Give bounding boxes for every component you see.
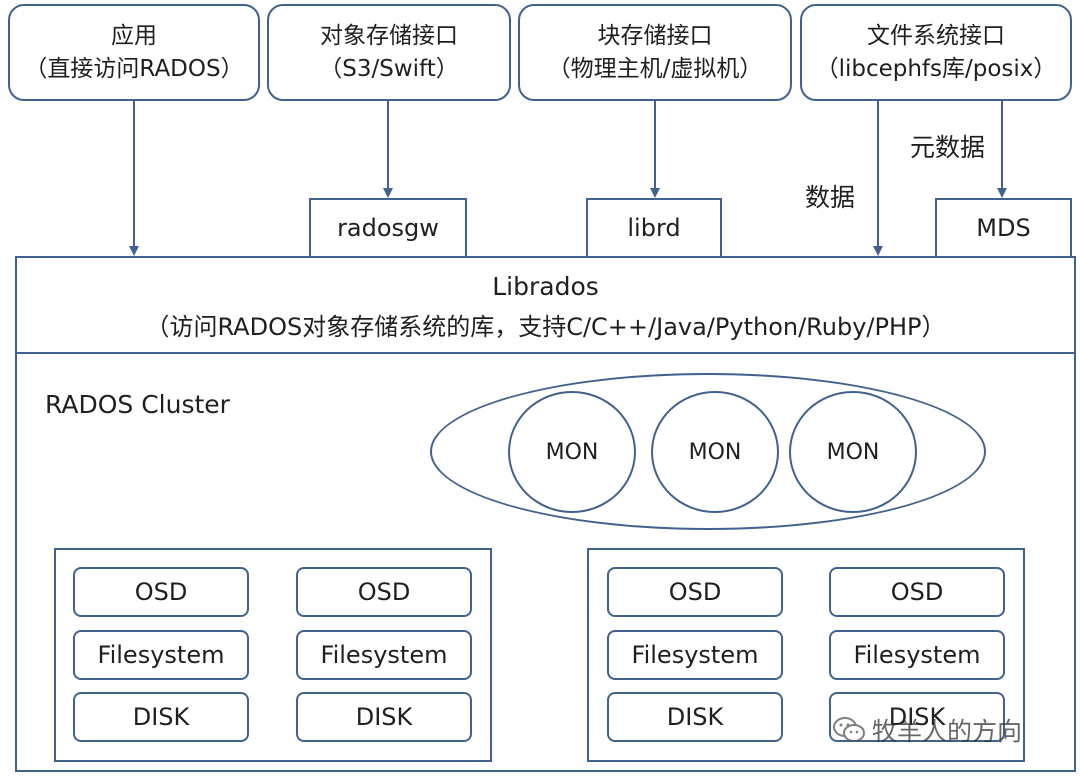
osd-box: OSD xyxy=(296,567,472,617)
interface-object-storage: 对象存储接口 （S3/Swift） xyxy=(267,4,511,101)
filesystem-label: Filesystem xyxy=(853,641,981,669)
rados-cluster-title: RADOS Cluster xyxy=(45,390,230,419)
disk-label: DISK xyxy=(132,703,190,731)
monitor-node-3: MON xyxy=(789,391,917,513)
disk-label: DISK xyxy=(355,703,413,731)
interface-app-title: 应用 xyxy=(111,22,157,49)
librados-description: （访问RADOS对象存储系统的库，支持C/C++/Java/Python/Rub… xyxy=(145,313,946,341)
filesystem-label: Filesystem xyxy=(320,641,448,669)
mds-box: MDS xyxy=(935,198,1072,256)
radosgw-box: radosgw xyxy=(309,198,467,256)
disk-box: DISK xyxy=(73,692,249,742)
filesystem-box: Filesystem xyxy=(829,630,1005,680)
monitor-node-1: MON xyxy=(508,391,636,513)
monitor-ellipse xyxy=(430,373,986,530)
interface-filesystem: 文件系统接口 （libcephfs库/posix） xyxy=(800,4,1072,101)
disk-box: DISK xyxy=(296,692,472,742)
filesystem-label: Filesystem xyxy=(631,641,759,669)
interface-object-storage-subtitle: （S3/Swift） xyxy=(319,55,459,82)
monitor-node-2: MON xyxy=(651,391,779,513)
librd-box: librd xyxy=(586,198,722,256)
osd-label: OSD xyxy=(134,578,188,606)
filesystem-label: Filesystem xyxy=(97,641,225,669)
wechat-icon xyxy=(833,717,865,742)
edge-label-metadata: 元数据 xyxy=(910,133,986,162)
monitor-label: MON xyxy=(545,439,599,465)
filesystem-box: Filesystem xyxy=(296,630,472,680)
osd-label: OSD xyxy=(668,578,722,606)
interface-app: 应用 （直接访问RADOS） xyxy=(8,4,260,101)
interface-app-subtitle: （直接访问RADOS） xyxy=(24,55,244,82)
interface-filesystem-title: 文件系统接口 xyxy=(867,22,1005,49)
librados-box: Librados （访问RADOS对象存储系统的库，支持C/C++/Java/P… xyxy=(15,256,1076,354)
watermark: 牧羊人的方向 xyxy=(832,712,1022,748)
radosgw-label: radosgw xyxy=(337,214,439,242)
disk-label: DISK xyxy=(666,703,724,731)
osd-label: OSD xyxy=(357,578,411,606)
monitor-label: MON xyxy=(826,439,880,465)
osd-box: OSD xyxy=(829,567,1005,617)
interface-object-storage-title: 对象存储接口 xyxy=(320,22,458,49)
watermark-text: 牧羊人的方向 xyxy=(872,717,1023,746)
filesystem-box: Filesystem xyxy=(73,630,249,680)
osd-label: OSD xyxy=(890,578,944,606)
librados-title: Librados xyxy=(492,272,599,301)
osd-box: OSD xyxy=(73,567,249,617)
disk-box: DISK xyxy=(607,692,783,742)
interface-block-storage-subtitle: （物理主机/虚拟机） xyxy=(547,55,763,82)
interface-block-storage: 块存储接口 （物理主机/虚拟机） xyxy=(518,4,792,101)
osd-box: OSD xyxy=(607,567,783,617)
edge-label-data: 数据 xyxy=(805,183,856,212)
filesystem-box: Filesystem xyxy=(607,630,783,680)
interface-block-storage-title: 块存储接口 xyxy=(597,22,713,49)
librd-label: librd xyxy=(627,214,681,242)
mds-label: MDS xyxy=(976,214,1031,242)
monitor-label: MON xyxy=(688,439,742,465)
disk-label: DISK xyxy=(888,703,946,731)
interface-filesystem-subtitle: （libcephfs库/posix） xyxy=(815,55,1057,82)
